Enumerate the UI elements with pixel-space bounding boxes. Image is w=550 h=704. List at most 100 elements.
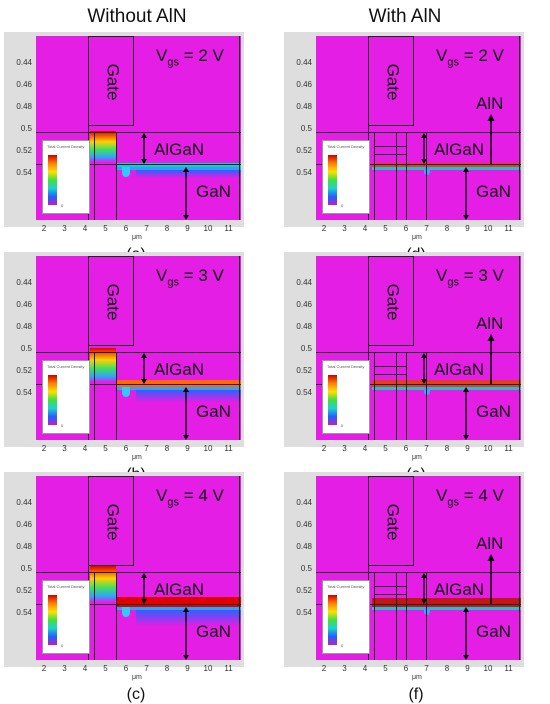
y-tick-label: 0.52 xyxy=(296,586,312,595)
y-tick-label: 0.48 xyxy=(16,102,32,111)
legend-level: 0 xyxy=(61,643,64,648)
x-tick-label: 4 xyxy=(362,224,368,233)
source-divider xyxy=(94,572,95,660)
dip-marker xyxy=(424,387,430,395)
legend-colorbar xyxy=(48,595,57,645)
aln-label: AlN xyxy=(476,534,504,553)
x-tick-label: 2 xyxy=(321,444,327,453)
vgs-symbol: V xyxy=(436,266,448,285)
x-tick-label: 4 xyxy=(362,444,368,453)
vgs-value: = 2 V xyxy=(178,46,224,65)
vgs-symbol: V xyxy=(156,46,168,65)
x-tick-label: 8 xyxy=(164,224,170,233)
x-tick-label: 8 xyxy=(164,444,170,453)
y-tick-label: 0.44 xyxy=(296,278,312,287)
gate-label: Gate xyxy=(383,63,403,101)
gate-divider xyxy=(396,352,397,440)
legend-level: 0 xyxy=(341,203,344,208)
y-tick-label: 0.46 xyxy=(296,80,312,89)
x-tick-label: 6 xyxy=(123,224,129,233)
x-tick-label: 6 xyxy=(123,664,129,673)
vgs-value: = 4 V xyxy=(458,486,504,505)
vgs-subscript: gs xyxy=(167,276,179,289)
vgs-subscript: gs xyxy=(447,56,459,69)
x-tick-label: 10 xyxy=(483,224,493,233)
column-header-without-aln: Without AlN xyxy=(87,6,187,27)
y-tick-label: 0.54 xyxy=(296,608,312,617)
gan-thickness-arrow xyxy=(182,607,190,660)
right-boundary xyxy=(239,36,240,220)
algan-top-line xyxy=(316,132,521,133)
x-tick-label: 10 xyxy=(483,664,493,673)
algan-label: AlGaN xyxy=(154,580,205,599)
gan-label: GaN xyxy=(476,622,511,641)
vgs-symbol: V xyxy=(436,486,448,505)
channel-halo xyxy=(372,607,521,610)
subfigure-label: (c) xyxy=(126,686,146,703)
gan-label: GaN xyxy=(476,402,511,421)
current-spread xyxy=(136,390,241,402)
gate-label: Gate xyxy=(383,503,403,541)
source-divider xyxy=(374,572,375,660)
x-tick-label: 9 xyxy=(465,444,470,453)
aln-label: AlN xyxy=(476,314,504,333)
y-tick-label: 0.5 xyxy=(300,564,312,573)
gate-electrode xyxy=(368,36,414,126)
algan-label: AlGaN xyxy=(434,360,485,379)
current-spread xyxy=(136,170,241,178)
double-arrow-icon xyxy=(463,607,469,660)
x-tick-label: 9 xyxy=(465,664,470,673)
x-tick-label: 8 xyxy=(444,224,450,233)
double-arrow-icon xyxy=(183,167,189,220)
legend-level: 0 xyxy=(341,643,344,648)
y-tick-label: 0.5 xyxy=(20,564,32,573)
y-tick-label: 0.54 xyxy=(296,168,312,177)
y-tick-label: 0.54 xyxy=(296,388,312,397)
right-boundary xyxy=(239,476,240,660)
left-boundary xyxy=(88,476,89,660)
x-tick-label: 11 xyxy=(504,444,513,453)
legend-colorbar xyxy=(328,375,337,425)
gan-thickness-arrow xyxy=(182,387,190,440)
x-tick-label: 3 xyxy=(342,664,347,673)
double-arrow-icon xyxy=(183,387,189,440)
x-tick-label: 9 xyxy=(465,224,470,233)
y-tick-label: 0.48 xyxy=(296,102,312,111)
x-tick-label: 5 xyxy=(103,444,108,453)
vgs-label: Vgs = 2 V xyxy=(156,46,224,68)
right-boundary xyxy=(519,36,520,220)
algan-label: AlGaN xyxy=(154,140,205,159)
x-tick-label: 4 xyxy=(82,224,88,233)
dip-marker xyxy=(122,167,130,177)
vgs-symbol: V xyxy=(156,486,168,505)
right-boundary xyxy=(519,476,520,660)
dip-marker xyxy=(122,607,130,617)
aln-layer-line xyxy=(374,366,406,367)
x-unit-label: μm xyxy=(412,454,422,461)
gate-electrode xyxy=(88,36,134,126)
channel-halo xyxy=(116,607,241,610)
x-tick-label: 3 xyxy=(62,224,67,233)
left-boundary xyxy=(368,256,369,440)
subfigure-label: (f) xyxy=(408,686,424,703)
algan-top-line xyxy=(316,352,521,353)
vgs-subscript: gs xyxy=(447,496,459,509)
gate-divider xyxy=(116,352,117,440)
y-tick-label: 0.46 xyxy=(296,520,312,529)
x-tick-label: 2 xyxy=(41,224,47,233)
gan-label: GaN xyxy=(476,182,511,201)
x-tick-label: 9 xyxy=(185,664,190,673)
y-tick-label: 0.54 xyxy=(16,168,32,177)
legend-level: 0 xyxy=(61,423,64,428)
gate-divider xyxy=(116,132,117,220)
gan-thickness-arrow xyxy=(182,167,190,220)
x-tick-label: 11 xyxy=(224,444,233,453)
x-tick-label: 7 xyxy=(144,444,149,453)
